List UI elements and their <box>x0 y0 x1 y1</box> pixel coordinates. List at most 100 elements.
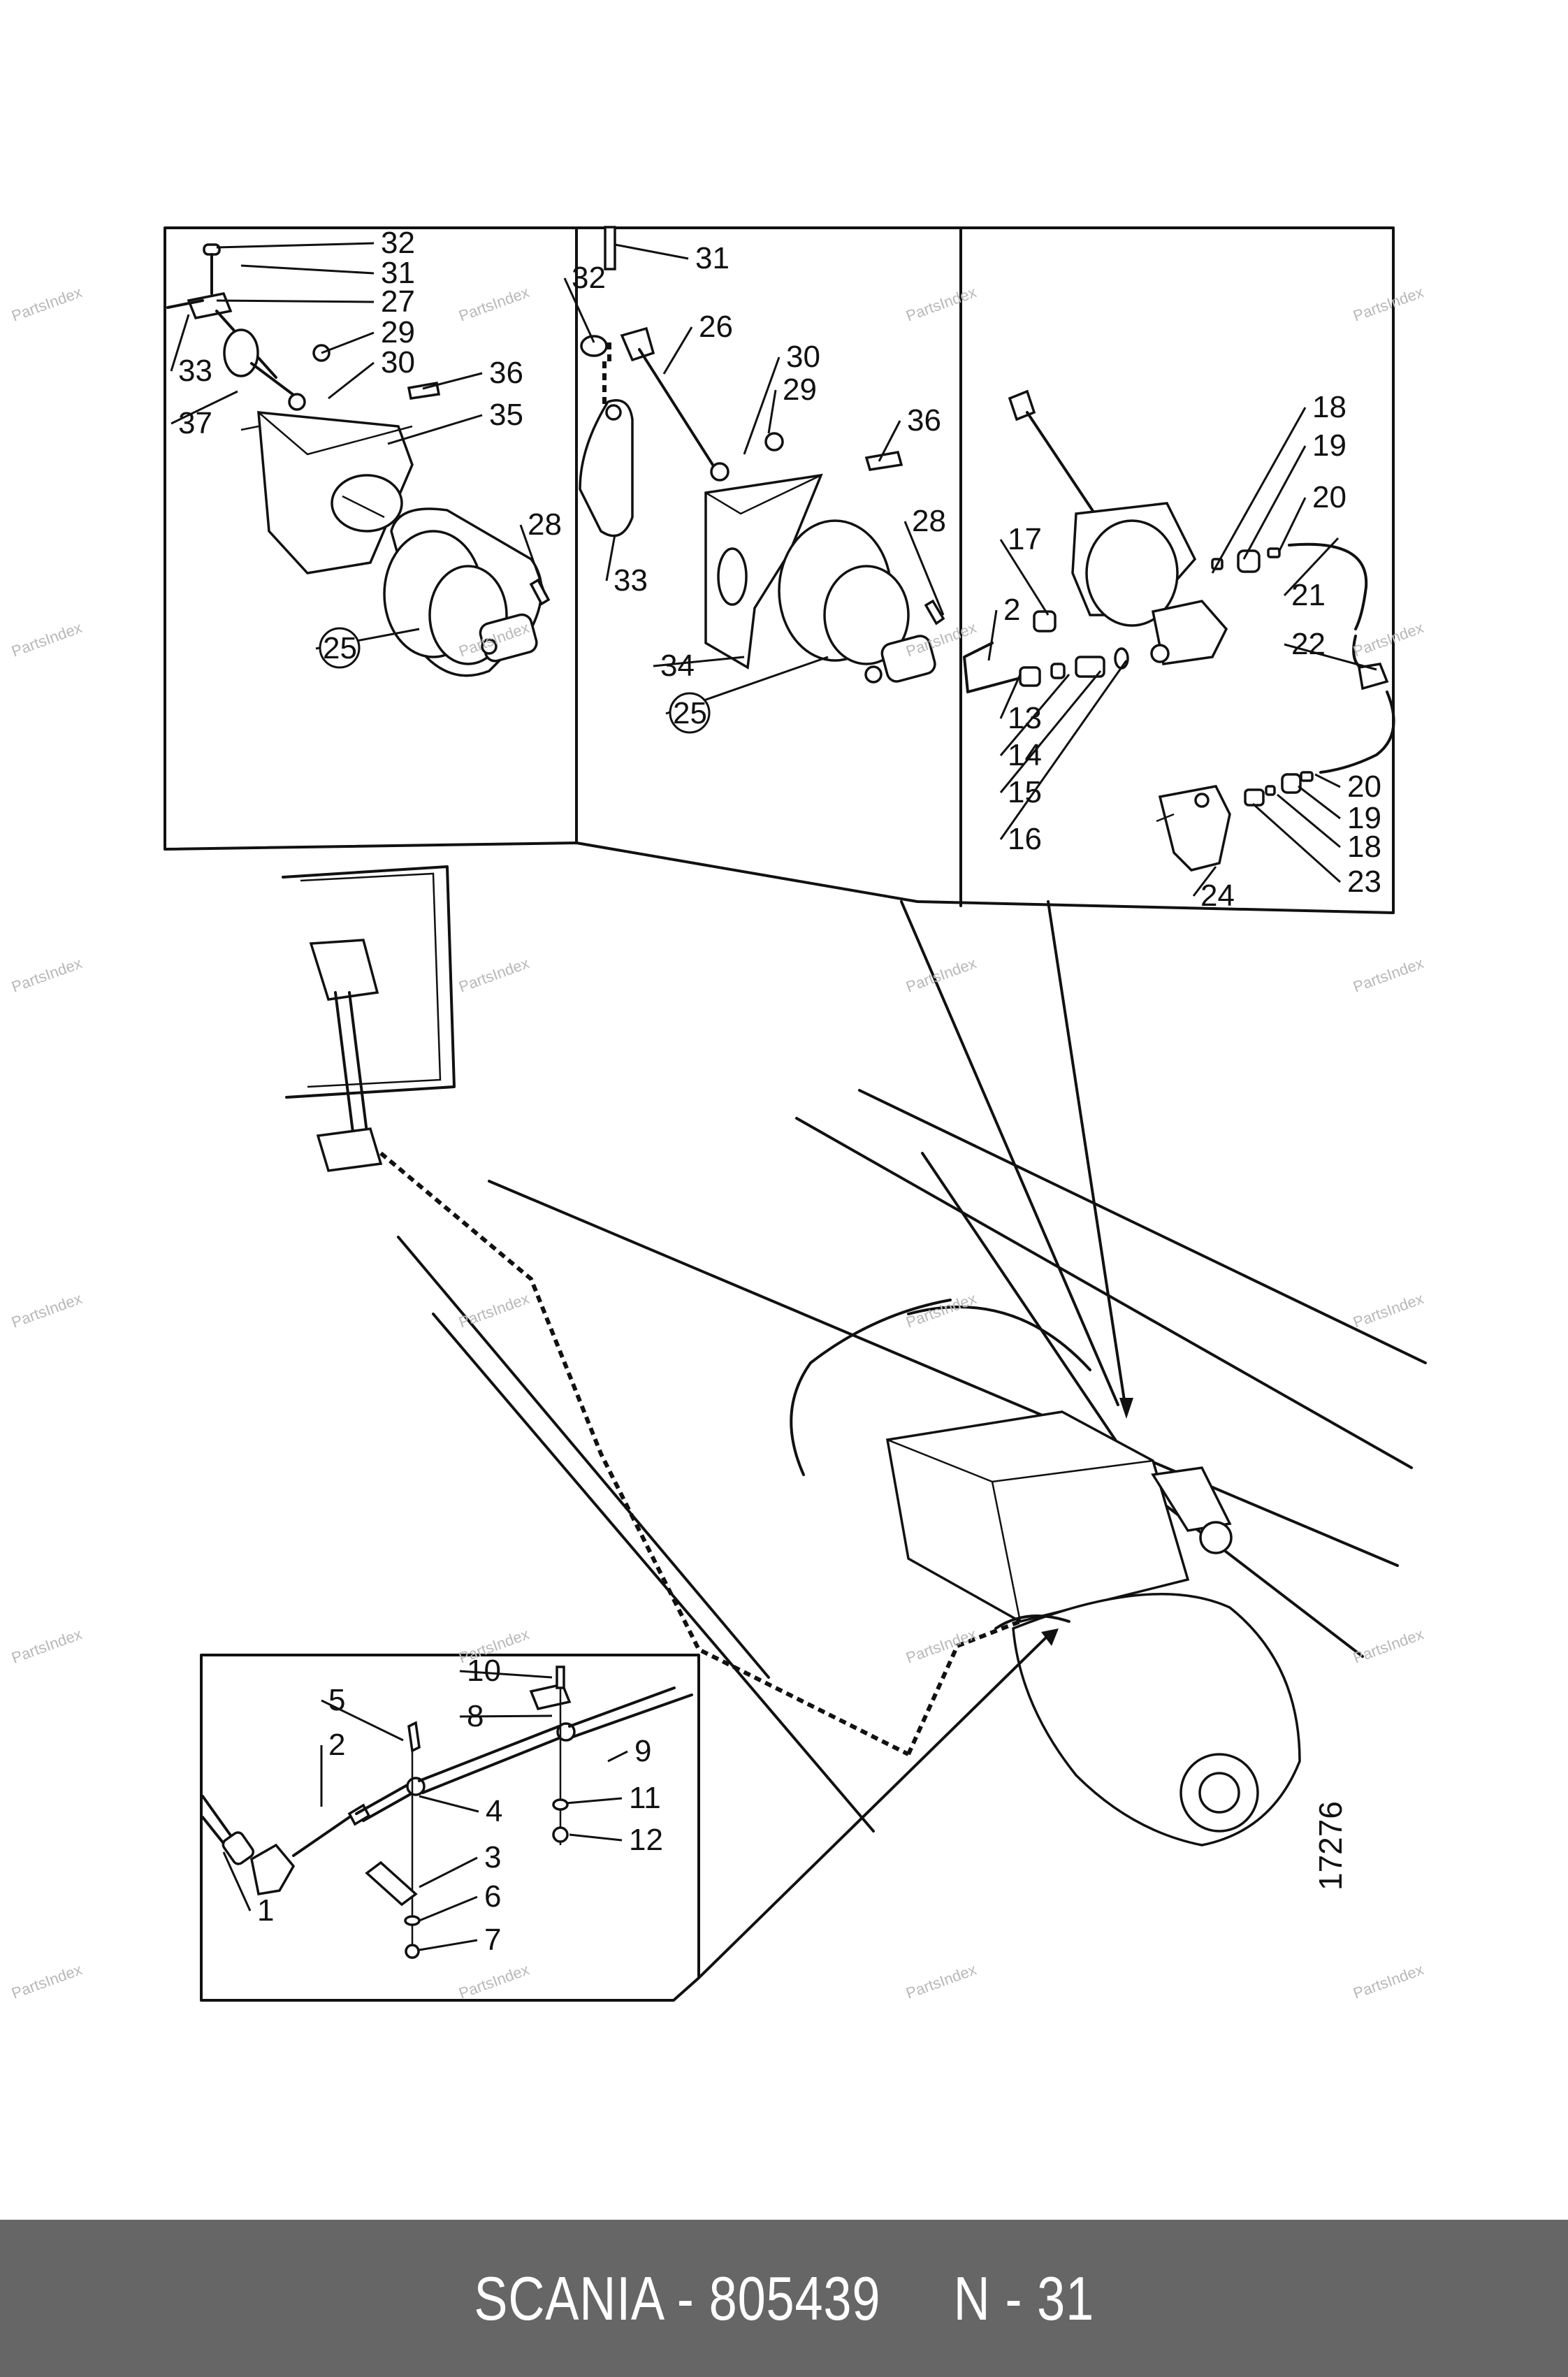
callout-top-right-24: 24 <box>1192 866 1235 913</box>
callout-label: 3 <box>484 1840 501 1874</box>
callout-label: 20 <box>1312 480 1346 514</box>
callout-label: 12 <box>629 1823 663 1857</box>
leader-line <box>878 420 901 462</box>
callout-bottom-left-2: 2 <box>320 1728 345 1807</box>
callout-label: 33 <box>614 563 648 598</box>
callout-top-right-13: 13 <box>999 674 1042 735</box>
callout-label: 34 <box>660 649 695 683</box>
callout-label: 31 <box>381 256 415 290</box>
leader-line <box>999 539 1050 616</box>
callout-top-middle-32: 32 <box>563 261 606 343</box>
leader-line <box>1211 407 1307 574</box>
watermark-text: PartsIndex <box>903 1960 978 2002</box>
leader-line <box>987 609 998 661</box>
callout-label: 29 <box>381 315 415 349</box>
callout-label: 19 <box>1347 801 1381 835</box>
callout-bottom-left-4: 4 <box>419 1794 502 1828</box>
leader-line <box>999 660 1128 840</box>
callout-label: 9 <box>634 1734 651 1768</box>
drawing-reference-number: 17276 <box>1312 1801 1349 1891</box>
leader-line <box>419 1939 478 1951</box>
callout-top-left-27: 27 <box>216 284 415 319</box>
callout-label: 36 <box>907 403 941 438</box>
callout-label: 7 <box>484 1923 501 1957</box>
footer-bar: SCANIA - 805439 N - 31 <box>0 2220 1568 2377</box>
callout-bottom-left-3: 3 <box>419 1840 501 1888</box>
callout-bottom-left-9: 9 <box>607 1734 651 1768</box>
callout-bottom-left-1: 1 <box>222 1851 274 1928</box>
callout-top-right-20: 20 <box>1277 480 1346 553</box>
callout-top-right-18: 18 <box>1277 793 1381 864</box>
callout-label: 11 <box>629 1781 661 1815</box>
callout-label: 1 <box>257 1893 274 1928</box>
callout-label: 2 <box>328 1728 345 1762</box>
parts-diagram: 3231272930363533372825313226302936283334… <box>9 226 1427 2002</box>
callout-label: 32 <box>381 226 415 260</box>
callout-top-right-21: 21 <box>1283 537 1340 612</box>
callout-top-left-33: 33 <box>170 314 212 388</box>
bottom-left-panel-frame <box>200 1654 700 2002</box>
assembly-circle-marker <box>669 692 711 734</box>
callout-top-middle-36: 36 <box>878 403 941 462</box>
leader-line <box>1192 866 1217 897</box>
callout-top-left-28: 28 <box>519 507 562 595</box>
callout-label: 2 <box>1003 593 1020 627</box>
callout-label: 25 <box>673 696 707 730</box>
callout-label: 33 <box>178 354 212 388</box>
callout-top-middle-30: 30 <box>743 340 820 455</box>
callout-top-right-18: 18 <box>1211 390 1346 574</box>
watermark-text: PartsIndex <box>903 283 978 324</box>
callout-label: 31 <box>695 241 729 275</box>
leader-line <box>614 243 689 260</box>
top-panels-frame <box>164 226 1395 914</box>
callout-label: 16 <box>1008 822 1042 856</box>
leader-line <box>240 264 375 275</box>
callout-top-left-37: 37 <box>170 390 238 440</box>
callout-label: 14 <box>1008 738 1042 772</box>
callout-top-left-35: 35 <box>387 398 523 445</box>
leader-line <box>419 1895 478 1922</box>
leader-line <box>1298 785 1341 820</box>
watermark-text: PartsIndex <box>1351 283 1425 324</box>
callout-top-middle-28: 28 <box>903 504 946 616</box>
watermark-text: PartsIndex <box>1351 1960 1425 2002</box>
watermark-text: PartsIndex <box>1351 954 1425 995</box>
leader-line <box>607 1750 628 1763</box>
leader-line <box>999 674 1070 756</box>
leader-line <box>459 1670 553 1679</box>
callout-top-middle-34: 34 <box>653 649 745 683</box>
watermark-text: PartsIndex <box>456 283 531 324</box>
callout-label: 30 <box>381 345 415 380</box>
watermark-text: PartsIndex <box>9 283 84 324</box>
leader-line <box>419 1856 478 1888</box>
leader-line <box>605 534 616 581</box>
watermark-text: PartsIndex <box>9 1960 84 2002</box>
callout-top-right-19: 19 <box>1298 785 1381 835</box>
callout-label: 5 <box>328 1683 345 1717</box>
callout-top-middle-31: 31 <box>614 241 729 275</box>
callout-label: 36 <box>489 356 523 390</box>
callout-top-middle-33: 33 <box>605 534 648 598</box>
callout-top-right-14: 14 <box>999 674 1070 772</box>
leader-line <box>653 656 745 667</box>
callout-bottom-left-11: 11 <box>565 1781 661 1815</box>
callout-top-left-30: 30 <box>328 345 415 400</box>
callout-label: 10 <box>467 1654 501 1688</box>
top-middle-panel-art <box>579 226 945 684</box>
callout-label: 23 <box>1347 865 1381 899</box>
callout-top-middle-29: 29 <box>767 373 817 434</box>
leader-line <box>459 1714 553 1718</box>
leader-line <box>328 361 375 400</box>
callout-label: 13 <box>1008 701 1042 735</box>
callout-label: 30 <box>786 340 820 374</box>
leader-line <box>1283 537 1340 597</box>
leader-line <box>170 390 238 425</box>
leader-line <box>903 521 945 616</box>
callout-label: 28 <box>912 504 946 538</box>
callout-top-right-22: 22 <box>1284 627 1377 671</box>
leader-line <box>222 1851 252 1912</box>
leader-line <box>387 414 483 445</box>
watermark-text: PartsIndex <box>1351 1625 1425 1666</box>
watermark-text: PartsIndex <box>1351 619 1425 660</box>
